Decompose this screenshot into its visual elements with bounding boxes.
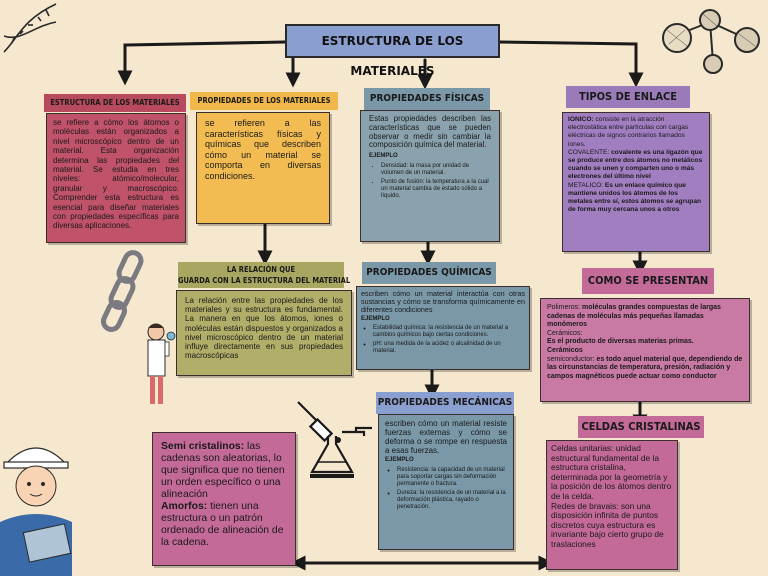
worker-icon bbox=[0, 447, 72, 576]
chain-link-icon bbox=[100, 250, 144, 332]
molecule-icon bbox=[662, 9, 760, 74]
relacion-text-box: La relación entre las propiedades de los… bbox=[176, 290, 352, 376]
quimicas-text-box: escriben cómo un material interactúa con… bbox=[356, 286, 530, 370]
lab-flask-icon bbox=[297, 401, 372, 478]
semicristalinos-text-box: Semi cristalinos: las cadenas son aleato… bbox=[152, 432, 296, 566]
estructura-header: ESTRUCTURA DE LOS MATERIALES bbox=[44, 94, 186, 112]
relacion-header: LA RELACIÓN QUE GUARDA CON LA ESTRUCTURA… bbox=[178, 262, 350, 288]
celdas-header: CELDAS CRISTALINAS bbox=[578, 416, 704, 438]
propiedades-text-box: se refieren a las características física… bbox=[196, 112, 330, 224]
enlace-header: TIPOS DE ENLACE bbox=[566, 86, 690, 108]
main-title: ESTRUCTURA DE LOS MATERIALES bbox=[285, 24, 500, 78]
enlace-text-box: IONICO: consiste en la atracción electro… bbox=[562, 112, 710, 252]
presentan-text-box: Polimeros: moléculas grandes compuestas … bbox=[540, 298, 750, 402]
mecanicas-header: PROPIEDADES MECÁNICAS bbox=[376, 392, 514, 414]
dna-icon bbox=[3, 3, 57, 53]
fisicas-text-box: Estas propiedades describen las caracter… bbox=[360, 110, 500, 242]
propiedades-header: PROPIEDADES DE LOS MATERIALES bbox=[190, 92, 338, 110]
estructura-text-box: se refiere a cómo los átomos o moléculas… bbox=[46, 113, 186, 243]
quimicas-header: PROPIEDADES QUÍMICAS bbox=[362, 262, 496, 284]
mecanicas-text-box: escriben cómo un material resiste fuerza… bbox=[378, 414, 514, 550]
scientist-icon bbox=[147, 323, 176, 404]
presentan-header: COMO SE PRESENTAN bbox=[582, 268, 714, 294]
celdas-text-box: Celdas unitarias: unidad estructural fun… bbox=[546, 440, 678, 570]
fisicas-header: PROPIEDADES FÍSICAS bbox=[364, 88, 490, 110]
